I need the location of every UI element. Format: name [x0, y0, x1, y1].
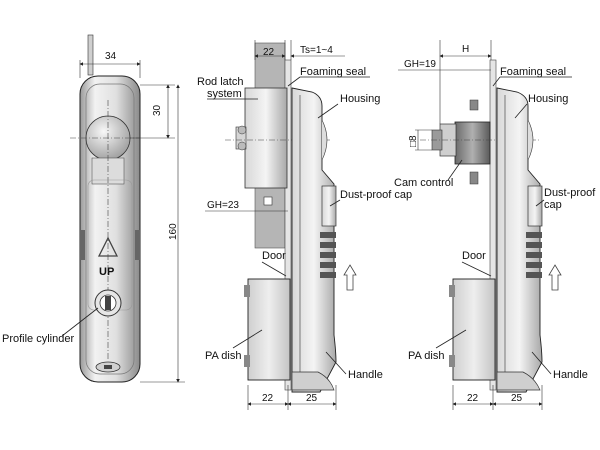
dim-25-bottom-2: 25	[511, 393, 523, 404]
dim-height-30: 30	[152, 104, 163, 116]
front-rod	[87, 34, 94, 76]
up-label: UP	[99, 266, 114, 278]
up-arrow-icon-2	[548, 264, 562, 291]
label-dust-cap-1: Dust-proof cap	[340, 189, 412, 201]
label-handle-2: Handle	[553, 369, 588, 381]
dim-square-8: □8	[408, 135, 419, 147]
dim-gh-23: GH=23	[207, 200, 239, 211]
label-housing-2: Housing	[528, 93, 568, 105]
dim-22-bottom-2: 22	[467, 393, 479, 404]
label-door-2: Door	[462, 250, 486, 262]
label-cam-control: Cam control	[394, 177, 453, 189]
label-rod-latch-2: system	[207, 88, 242, 100]
up-triangle-icon	[97, 236, 119, 257]
label-handle-1: Handle	[348, 369, 383, 381]
label-rod-latch-1: Rod latch	[197, 76, 243, 88]
pa-dish-1	[247, 278, 291, 381]
label-housing-1: Housing	[340, 93, 380, 105]
label-dust-cap-2a: Dust-proof	[544, 187, 596, 199]
side-view-rod-latch: 22 Ts=1~4 22 25 GH=23 Rod latch system F…	[197, 40, 412, 410]
dim-height-160: 160	[168, 223, 179, 240]
dim-22-top: 22	[263, 47, 275, 58]
front-view: 34 UP 30 160	[2, 34, 185, 383]
side-view-cam-control: H GH=19 □8 22 25 Foaming seal Housing Ca…	[394, 40, 596, 410]
grip-ribs-1	[320, 232, 336, 278]
label-foaming-seal-1: Foaming seal	[300, 66, 366, 78]
front-grip-marks	[80, 230, 140, 260]
dim-22-bottom-1: 22	[262, 393, 274, 404]
dim-gh-19: GH=19	[404, 59, 436, 70]
label-profile-cylinder: Profile cylinder	[2, 333, 74, 345]
label-pa-dish-2: PA dish	[408, 350, 445, 362]
cam-body	[454, 121, 491, 165]
dim-h: H	[462, 44, 469, 55]
grip-ribs-2	[526, 232, 542, 278]
dust-proof-cap-1	[321, 185, 337, 227]
dim-width-34: 34	[105, 51, 117, 62]
dim-25-bottom-1: 25	[306, 393, 318, 404]
pa-dish-2	[452, 278, 496, 381]
housing-2	[496, 87, 543, 393]
rod-latch-block	[244, 87, 288, 189]
up-arrow-icon-1	[343, 264, 357, 291]
label-foaming-seal-2: Foaming seal	[500, 66, 566, 78]
dust-proof-cap-2	[527, 185, 543, 227]
label-dust-cap-2b: cap	[544, 199, 562, 211]
dim-ts: Ts=1~4	[300, 45, 333, 56]
housing-1	[291, 87, 337, 393]
label-door-1: Door	[262, 250, 286, 262]
label-pa-dish-1: PA dish	[205, 350, 242, 362]
